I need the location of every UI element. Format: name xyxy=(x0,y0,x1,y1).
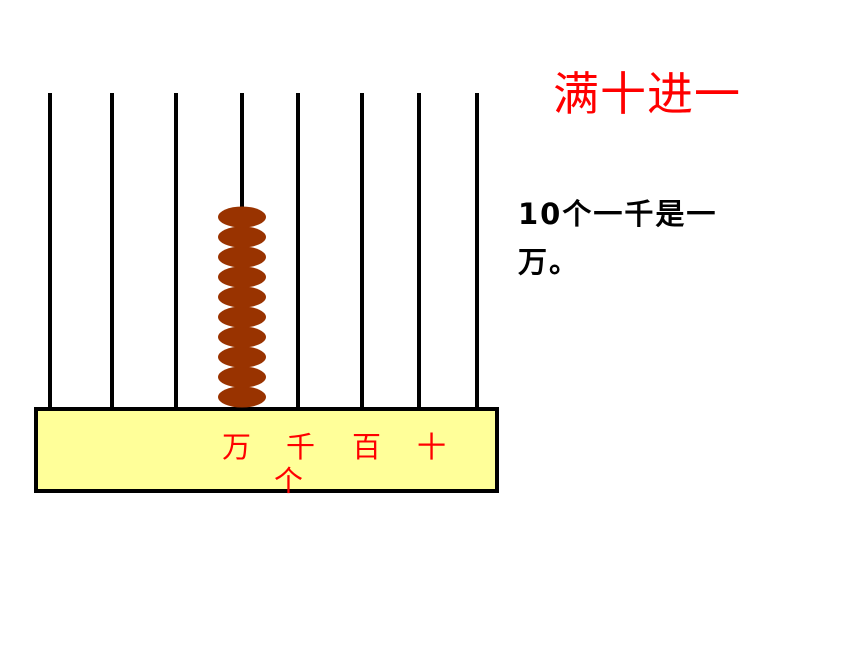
label-ge: 个 xyxy=(274,464,304,498)
abacus-bead xyxy=(218,206,266,228)
abacus-bead xyxy=(218,386,266,408)
caption-ten-thousands: 10个一千是一万。 xyxy=(518,197,718,279)
abacus-base xyxy=(34,407,499,493)
label-qian: 千 xyxy=(286,430,316,464)
abacus-bead xyxy=(218,226,266,248)
abacus-bead xyxy=(218,306,266,328)
abacus-bead xyxy=(218,326,266,348)
label-bai: 百 xyxy=(352,430,382,464)
abacus-bead xyxy=(218,346,266,368)
label-wan: 万 xyxy=(222,430,252,464)
abacus-bead xyxy=(218,246,266,268)
label-shi: 十 xyxy=(417,430,447,464)
abacus-bead xyxy=(218,266,266,288)
abacus-rods xyxy=(48,93,479,410)
abacus-bead xyxy=(218,286,266,308)
abacus-beads xyxy=(218,206,266,408)
abacus-bead xyxy=(218,366,266,388)
title-full-ten-carry-one: 满十进一 xyxy=(553,67,741,121)
